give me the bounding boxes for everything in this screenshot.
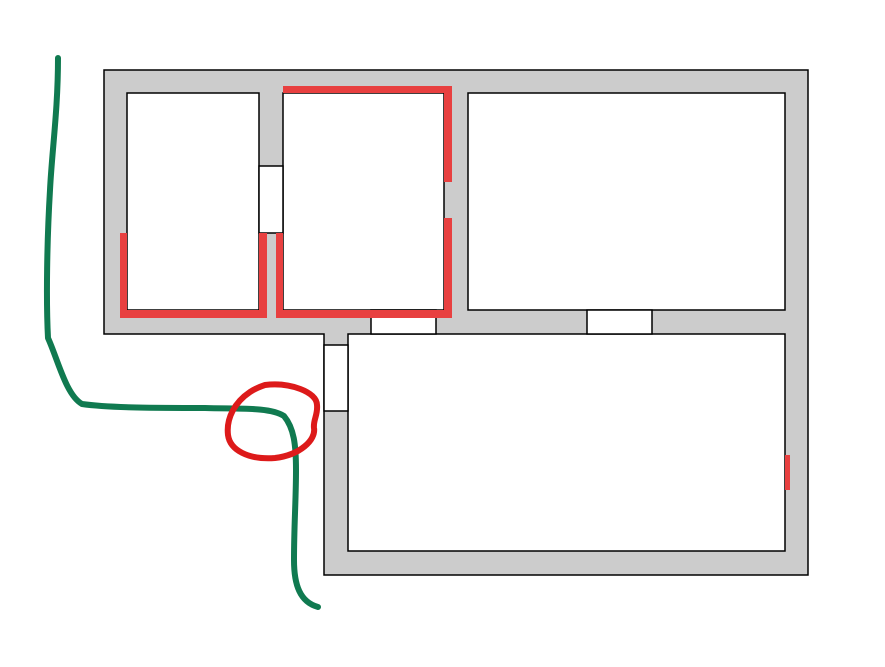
highlight-top-middle-left xyxy=(276,233,283,318)
entrance-circle-marker xyxy=(224,381,321,462)
highlight-bottom-room-right xyxy=(785,455,790,490)
room-bottom-large xyxy=(347,333,786,552)
highlight-top-middle-right-lower xyxy=(444,218,452,318)
room-top-middle xyxy=(282,92,445,311)
opening-bottom-left-entrance xyxy=(323,344,349,412)
highlight-top-middle-top xyxy=(283,86,452,93)
route-line xyxy=(43,55,321,610)
highlight-top-left-left xyxy=(120,233,127,318)
opening-between-top-left-and-top-middle xyxy=(258,165,284,234)
highlight-top-left-bottom xyxy=(120,310,267,318)
highlight-top-middle-right-upper xyxy=(444,86,452,182)
room-top-right xyxy=(467,92,786,311)
highlighted-walls xyxy=(120,86,790,490)
room-top-left xyxy=(126,92,260,311)
opening-top-right-to-bottom xyxy=(586,309,653,335)
highlight-top-middle-bottom xyxy=(276,310,452,318)
highlight-top-left-right xyxy=(259,233,267,318)
